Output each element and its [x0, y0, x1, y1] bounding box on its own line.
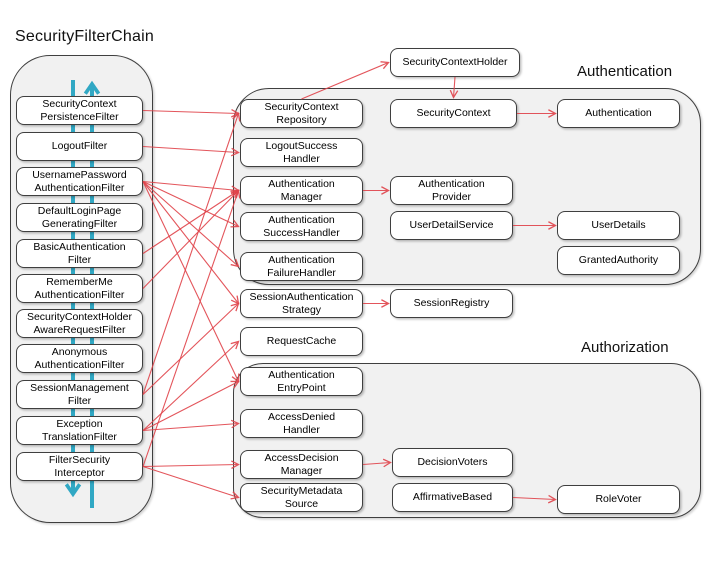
authorization-group-label: Authorization: [581, 339, 669, 356]
node-scpf: SecurityContext PersistenceFilter: [16, 96, 143, 125]
arrow-sessionmgmt-screpo: [142, 114, 239, 395]
filter-chain-title: SecurityFilterChain: [15, 28, 154, 45]
node-sessionstrategy: SessionAuthentication Strategy: [240, 289, 363, 318]
node-logout: LogoutFilter: [16, 132, 143, 161]
node-upaf: UsernamePassword AuthenticationFilter: [16, 167, 143, 196]
arrow-rememberme-authmgr: [142, 191, 239, 289]
node-requestcache: RequestCache: [240, 327, 363, 356]
node-sessionmgmt: SessionManagement Filter: [16, 380, 143, 409]
arrow-logout-logoutsuccess: [142, 145, 239, 153]
node-logoutsuccess: LogoutSuccess Handler: [240, 138, 363, 167]
node-securitycontext: SecurityContext: [390, 99, 517, 128]
node-accessdenied: AccessDenied Handler: [240, 409, 363, 438]
arrow-basic-authmgr: [142, 191, 239, 254]
arrow-sessionmgmt-sessionstrategy: [142, 304, 239, 395]
node-sessionregistry: SessionRegistry: [390, 289, 513, 318]
node-exception: Exception TranslationFilter: [16, 416, 143, 445]
arrow-upaf-authmgr: [142, 180, 239, 191]
node-affirmative: AffirmativeBased: [392, 483, 513, 512]
node-userdetailservice: UserDetailService: [390, 211, 513, 240]
node-authentication: Authentication: [557, 99, 680, 128]
node-decisionvoters: DecisionVoters: [392, 448, 513, 477]
node-accessdecision: AccessDecision Manager: [240, 450, 363, 479]
node-authprovider: Authentication Provider: [390, 176, 513, 205]
arrow-exception-accessdenied: [142, 424, 239, 432]
arrow-exception-entrypoint: [142, 382, 239, 431]
node-rememberme: RememberMe AuthenticationFilter: [16, 274, 143, 303]
authentication-group-label: Authentication: [577, 63, 673, 80]
node-authmgr: Authentication Manager: [240, 176, 363, 205]
node-grantedauthority: GrantedAuthority: [557, 246, 680, 275]
node-screpo: SecurityContext Repository: [240, 99, 363, 128]
arrow-upaf-authfailure: [142, 181, 239, 267]
arrow-fsi-authmgr: [142, 191, 239, 467]
arrow-upaf-sessionstrategy: [142, 181, 239, 304]
arrow-scpf-screpo: [142, 111, 239, 114]
node-entrypoint: Authentication EntryPoint: [240, 367, 363, 396]
node-userdetails: UserDetails: [557, 211, 680, 240]
arrow-exception-requestcache: [142, 342, 239, 431]
node-dlpgf: DefaultLoginPage GeneratingFilter: [16, 203, 143, 232]
arrow-upaf-authsuccess: [142, 181, 239, 227]
arrow-upaf-entrypoint: [142, 181, 239, 382]
node-fsi: FilterSecurity Interceptor: [16, 452, 143, 481]
node-authsuccess: Authentication SuccessHandler: [240, 212, 363, 241]
node-scholder: SecurityContextHolder: [390, 48, 520, 77]
node-authfailure: Authentication FailureHandler: [240, 252, 363, 281]
arrow-fsi-metadatasource: [142, 465, 239, 498]
node-schaware: SecurityContextHolder AwareRequestFilter: [16, 309, 143, 338]
node-anon: Anonymous AuthenticationFilter: [16, 344, 143, 373]
node-metadatasource: SecurityMetadata Source: [240, 483, 363, 512]
node-rolevoter: RoleVoter: [557, 485, 680, 514]
arrow-fsi-accessdecision: [142, 465, 239, 467]
node-basic: BasicAuthentication Filter: [16, 239, 143, 268]
